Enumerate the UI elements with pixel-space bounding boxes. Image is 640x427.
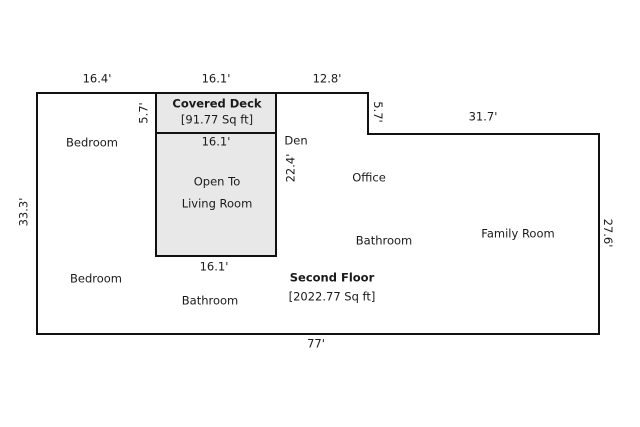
dimension-living-width-lower: 16.1' <box>199 259 229 274</box>
floor-outline <box>36 92 600 335</box>
room-label-bathroom-mid: Bathroom <box>355 233 413 248</box>
floor-name-label: Second Floor <box>289 270 375 285</box>
dimension-living-width-upper: 16.1' <box>201 134 231 149</box>
dimension-bottom-width: 77' <box>307 336 325 351</box>
dimension-deck-depth: 5.7' <box>136 102 151 124</box>
room-label-office: Office <box>352 170 386 185</box>
open-to-label-line2: Living Room <box>181 196 253 211</box>
room-label-bathroom-lower: Bathroom <box>181 293 239 308</box>
covered-deck-area <box>155 92 277 134</box>
room-label-bedroom-upper: Bedroom <box>65 135 119 150</box>
room-label-bedroom-lower: Bedroom <box>69 271 123 286</box>
dimension-left-height: 33.3' <box>16 197 31 227</box>
dimension-top-bedroom-width: 16.4' <box>82 71 112 86</box>
dimension-top-deck-width: 16.1' <box>201 71 231 86</box>
dimension-living-height: 22.4' <box>283 153 298 183</box>
covered-deck-label: Covered Deck <box>172 96 262 111</box>
covered-deck-area-label: [91.77 Sq ft] <box>180 112 254 127</box>
room-label-family-room: Family Room <box>481 226 555 241</box>
dimension-top-den-width: 12.8' <box>312 71 342 86</box>
dimension-right-height: 27.6' <box>600 218 615 248</box>
dimension-upper-right-width: 31.7' <box>468 109 498 124</box>
dimension-step-depth: 5.7' <box>370 101 385 123</box>
floor-area-label: [2022.77 Sq ft] <box>288 289 376 304</box>
open-to-label-line1: Open To <box>193 174 241 189</box>
room-label-den: Den <box>284 133 308 148</box>
open-living-area <box>155 132 277 257</box>
